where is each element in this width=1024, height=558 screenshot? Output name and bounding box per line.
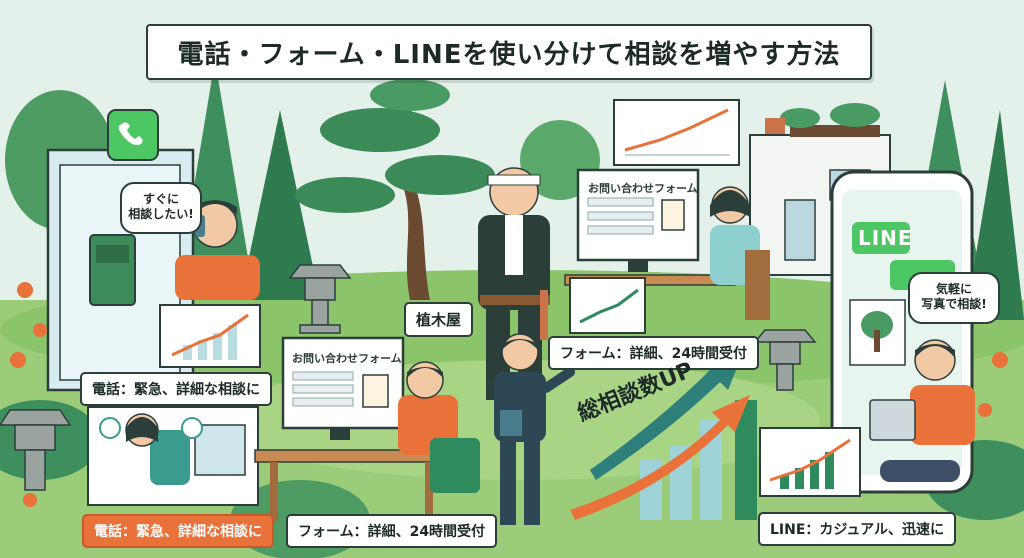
speech-bubble-line: 気軽に 写真で相談! — [908, 272, 1000, 324]
businessman-figure — [494, 333, 575, 525]
form-title-lower: お問い合わせフォーム — [292, 352, 402, 365]
chart-card-mid — [569, 277, 646, 334]
label-gardener: 植木屋 — [404, 302, 474, 337]
page-title: 電話・フォーム・LINEを使い分けて相談を増やす方法 — [146, 24, 872, 80]
label-form-bottom: フォーム：詳細、24時間受付 — [286, 514, 498, 548]
stone-lantern — [0, 264, 817, 491]
label-line-bottom: LINE：カジュアル、迅速に — [758, 512, 957, 546]
speech-bubble-phone: すぐに 相談したい! — [120, 182, 202, 234]
form-title-top: お問い合わせフォーム — [588, 182, 698, 195]
label-form-top: フォーム：詳細、24時間受付 — [548, 336, 760, 370]
line-header: LINE — [858, 226, 913, 250]
form-monitor-lower — [254, 336, 446, 522]
phone-man — [175, 200, 260, 300]
chart-card-bottom-right — [759, 427, 861, 497]
label-phone-mid: 電話：緊急、詳細な相談に — [80, 372, 272, 406]
call-center-card — [87, 406, 259, 506]
label-phone-bottom: 電話：緊急、詳細な相談に — [82, 514, 274, 548]
desk-worker — [398, 361, 480, 493]
growth-chart — [570, 348, 757, 520]
pine-tree — [295, 79, 495, 300]
line-user — [869, 339, 975, 482]
chart-card-top — [613, 99, 740, 166]
form-monitor-top — [564, 168, 736, 286]
form-woman — [710, 186, 770, 320]
chart-card-small-left — [159, 304, 261, 368]
